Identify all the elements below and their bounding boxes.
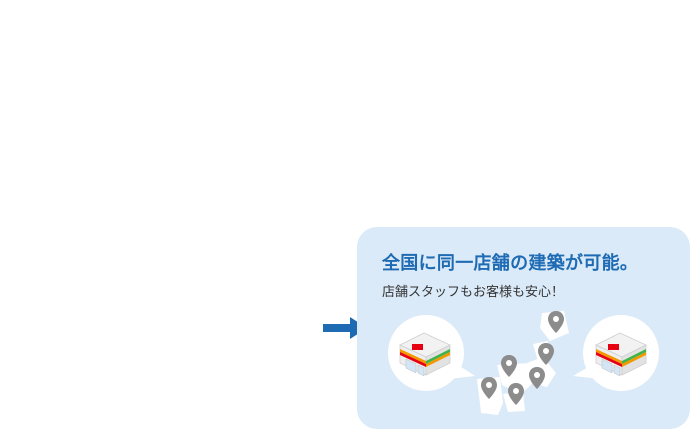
store-bubble-left [388,315,475,391]
feature-subline: 店舗スタッフもお客様も安心！ [382,285,565,300]
arrow-right-icon [323,317,367,339]
feature-headline: 全国に同一店舗の建築が可能。 [382,253,639,274]
store-bubble-right [573,315,659,391]
feature-panel: 全国に同一店舗の建築が可能。 店舗スタッフもお客様も安心！ [357,227,690,429]
store-map-illustration [388,311,659,415]
